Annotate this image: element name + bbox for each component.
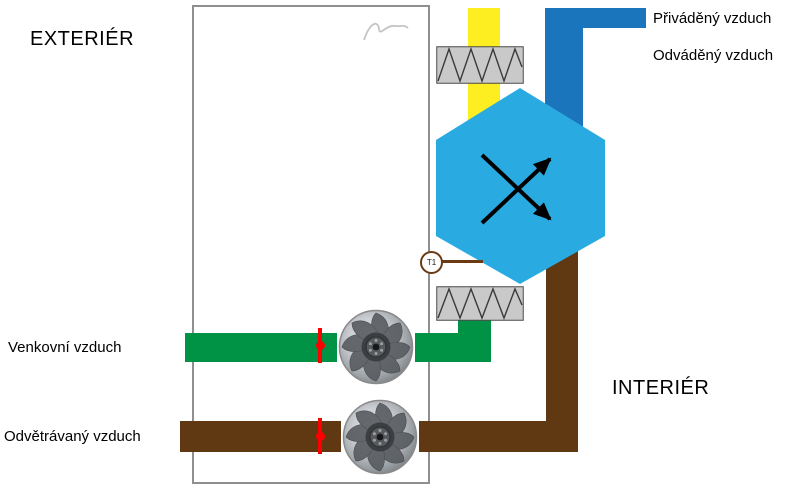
heat-exchanger	[436, 88, 605, 284]
crossflow-arrows-icon	[480, 153, 552, 225]
extract-air-label: Odvětrávaný vzduch	[4, 428, 141, 445]
sensor-wire	[441, 260, 483, 263]
interior-zone-label: INTERIÉR	[612, 377, 710, 399]
exhaust-air-label: Odváděný vzduch	[653, 47, 774, 64]
extract-duct-vertical-brown	[546, 246, 578, 452]
unit-enclosure	[192, 5, 430, 484]
outdoor-air-fan-icon	[336, 307, 416, 387]
filter-heater-bottom	[436, 286, 524, 321]
hatch-zigzag-icon	[437, 287, 523, 320]
extract-duct-valve-dot	[316, 432, 325, 441]
outdoor-duct-connector-green	[458, 320, 491, 334]
outdoor-duct-valve-dot	[316, 341, 325, 350]
hatch-zigzag-icon	[437, 46, 523, 84]
temperature-sensor-t1: T1	[420, 251, 443, 274]
supply-air-label: Přiváděný vzduch	[653, 10, 772, 27]
extract-air-fan-icon	[340, 397, 420, 477]
exterior-zone-label: EXTERIÉR	[30, 28, 135, 50]
sensor-label: T1	[426, 258, 437, 267]
outdoor-air-label: Venkovní vzduch	[8, 339, 122, 356]
filter-heater-top	[436, 46, 524, 84]
pencil-scribble-mark	[363, 22, 409, 41]
exhaust-duct-top-blue	[545, 8, 646, 28]
